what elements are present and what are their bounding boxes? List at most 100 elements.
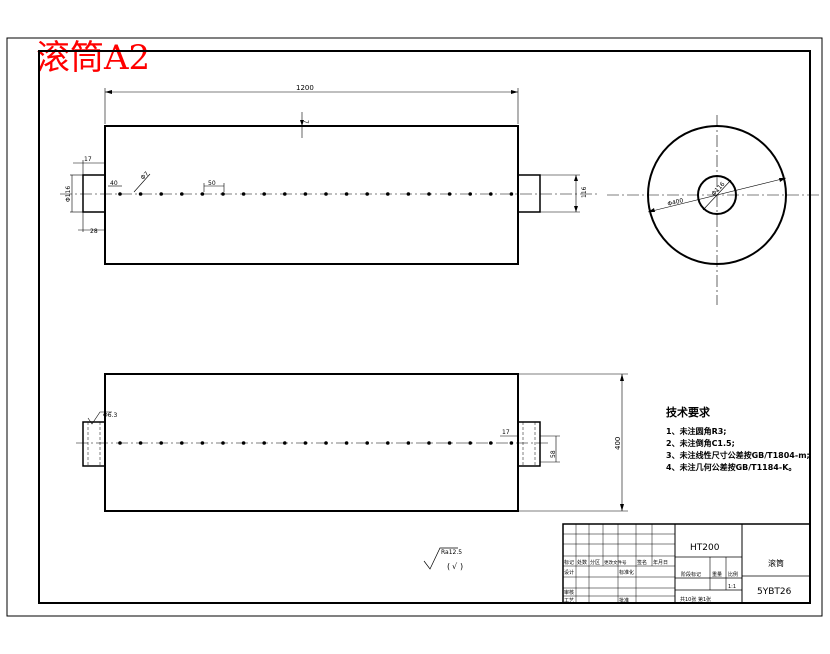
sheet-inner-frame [38,50,811,604]
svg-text:): ) [460,562,463,571]
hole [138,192,143,196]
note-3: 3、未注线性尺寸公差按GB/T1804-m; [666,450,810,460]
hole [180,441,184,445]
tb-col-sign: 签名 [637,559,647,566]
tb-scale: 比例 [728,571,738,578]
hole [468,192,473,196]
hole [118,192,122,196]
tb-col-date: 年月日 [653,559,668,566]
tb-col-mark: 标记 [564,559,574,566]
dim-hub-len-top: 17 [84,156,92,163]
hole [509,441,514,445]
tb-part-name: 滚筒 [768,558,784,568]
tb-col-count: 处数 [577,559,587,566]
hole [159,192,163,196]
hole-row-bottom [118,441,514,445]
hole [406,192,411,196]
top-view: 1200 7 17 Φ116 28 40 Φ7 50 116 [60,84,600,265]
hole [489,441,493,445]
hole [180,192,184,196]
hole [509,192,514,196]
tb-col-zone: 分区 [590,559,600,566]
hole [344,441,349,445]
dim-total-length: 1200 [296,84,314,92]
hole [262,441,267,445]
title-block: 标记 处数 分区 更改文件号 签名 年月日 设计 标准化 审核 工艺 批准 HT… [562,523,811,604]
bore-dia-leader [702,179,732,211]
tb-approve: 批准 [619,597,629,604]
tb-material: HT200 [690,543,720,553]
hole [200,192,205,196]
hole [221,192,225,196]
hole [283,441,287,445]
tb-col-change: 更改文件号 [604,559,627,566]
right-shaft-top [517,174,541,213]
hole-row-top [118,192,514,196]
hole [324,441,328,445]
hole [200,441,205,445]
hole [324,192,328,196]
hole [159,441,163,445]
dim-right-hub-dia: 58 [550,450,557,458]
drum-body-top [104,125,519,265]
notes-title: 技术要求 [666,405,711,419]
tb-process: 工艺 [564,598,574,604]
hole [365,441,370,445]
end-view: Φ400 Φ116 [607,115,820,305]
tb-drawing-no: 5YBT26 [757,587,792,597]
hole [386,192,390,196]
hole [262,192,267,196]
hole [138,441,143,445]
dim-hub-dia-left: Φ116 [65,186,72,202]
note-2: 2、未注倒角C1.5; [666,438,735,448]
left-shaft-top [82,174,106,213]
roughness-main: Ra12.5 [441,549,462,556]
roughness-other: √ [452,562,458,571]
dim-wall: 7 [302,120,309,124]
svg-text:(: ( [447,562,450,571]
dim-hole-first: 40 [110,180,118,187]
hole [241,441,246,445]
note-4: 4、未注几何公差按GB/T1184-K。 [666,462,796,472]
right-shaft-bottom [517,421,541,467]
left-shaft-bottom [82,421,106,467]
hole [386,441,390,445]
hole [344,192,349,196]
sheet-outer-border [6,37,823,617]
hole [221,441,225,445]
hole [283,192,287,196]
hole [241,192,246,196]
dim-outer-dia: Φ400 [667,197,685,208]
dim-hole-pitch: 50 [208,180,216,187]
hole [468,441,473,445]
tb-scale-value: 1:1 [728,584,736,590]
dim-groove: 17 [502,429,510,436]
dim-hub-dia-right: 116 [581,186,588,198]
roughness-symbol: Ra12.5 ( √ ) [423,547,463,571]
dim-hub-len-bottom: 28 [90,228,98,235]
dim-height: 400 [614,437,622,450]
dim-hole-note: Φ6.3 [103,412,117,419]
bottom-view: Φ6.3 17 58 400 [76,373,628,512]
hole [447,441,452,445]
hole [406,441,411,445]
tb-standard: 标准化 [619,569,634,576]
hole [303,441,308,445]
note-1: 1、未注圆角R3; [666,426,727,436]
tb-sheets: 共10张 第1张 [680,596,711,603]
technical-notes: 技术要求 1、未注圆角R3; 2、未注倒角C1.5; 3、未注线性尺寸公差按GB… [666,405,810,472]
hole [118,441,122,445]
hole [427,192,431,196]
drawing-label: 滚筒A2 [36,38,151,78]
hole [427,441,431,445]
tb-design: 设计 [564,569,574,576]
hole [489,192,493,196]
drum-body-bottom [104,373,519,512]
hole [303,192,308,196]
hole [365,192,370,196]
dim-hole-dia: Φ7 [139,170,150,181]
tb-weight: 重量 [712,571,722,578]
hole [447,192,452,196]
tb-check: 审核 [564,589,574,596]
